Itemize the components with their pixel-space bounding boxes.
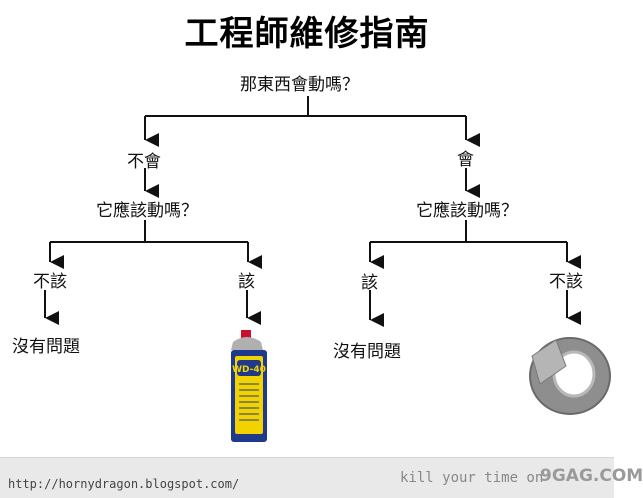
footer-brand-logo[interactable]: 9GAG.COM <box>540 466 643 486</box>
wd40-can-image: WD-40 <box>231 330 267 442</box>
can-logo-badge <box>237 360 261 376</box>
right-result-text: 沒有問題 <box>333 342 401 362</box>
root-question: 那東西會動嗎？ <box>240 75 359 95</box>
right-yes-label: 該 <box>361 273 378 293</box>
right-answer-label: 會 <box>457 150 474 170</box>
left-sub-question: 它應該動嗎？ <box>96 201 198 221</box>
right-no-label: 不該 <box>549 272 583 292</box>
right-sub-question: 它應該動嗎？ <box>416 201 518 221</box>
left-answer-label: 不會 <box>127 152 161 172</box>
left-yes-label: 該 <box>238 272 255 292</box>
left-result-text: 沒有問題 <box>12 337 80 357</box>
tape-loose-end <box>531 339 567 385</box>
footer-bar: http://hornydragon.blogspot.com/ kill yo… <box>0 457 643 498</box>
can-shoulder <box>231 337 263 350</box>
flowchart-connectors: WD-40 <box>44 96 611 442</box>
footer-tagline: kill your time on <box>400 470 544 486</box>
can-nozzle <box>241 330 251 340</box>
diagram-title: 工程師維修指南 <box>184 14 430 54</box>
duct-tape-image <box>529 337 611 415</box>
left-no-label: 不該 <box>33 272 67 292</box>
footer-url-link[interactable]: http://hornydragon.blogspot.com/ <box>8 477 240 491</box>
can-logo-text: WD-40 <box>232 365 266 375</box>
